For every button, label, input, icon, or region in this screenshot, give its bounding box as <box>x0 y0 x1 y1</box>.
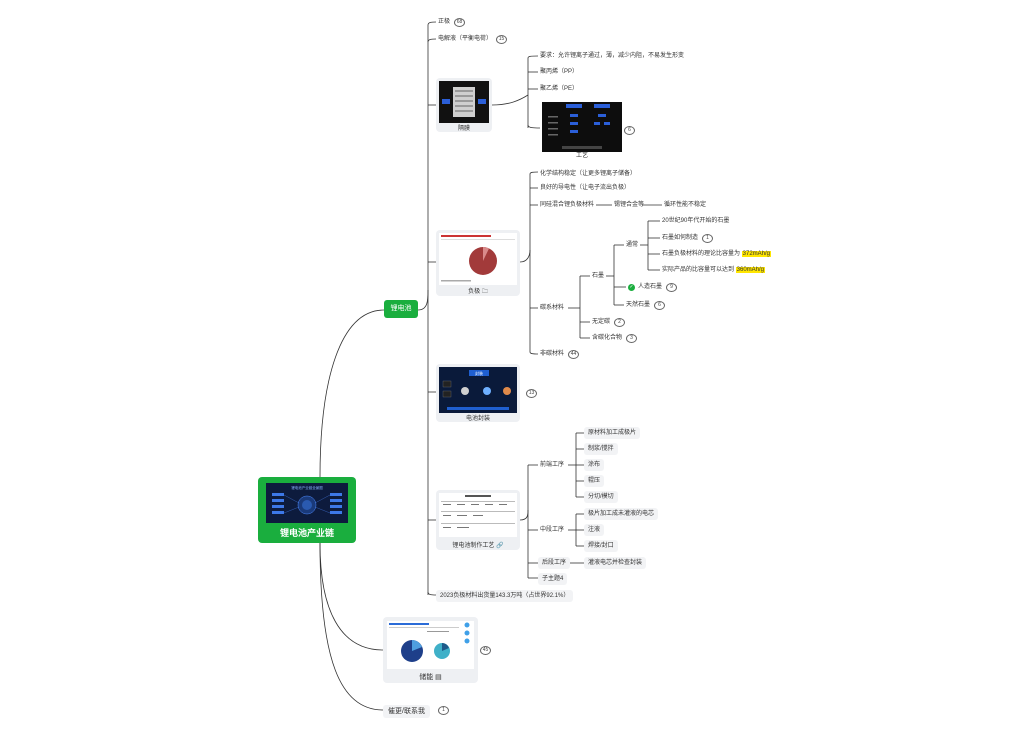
electrolyte-node[interactable]: 电解液（平衡电荷）15 <box>438 35 508 44</box>
folder-icon[interactable]: 🗀 <box>481 289 488 295</box>
storage-thumbnail <box>387 621 474 669</box>
non-carbon-label: 非碳材料 <box>540 351 565 357</box>
middle-step-3[interactable]: 焊接/封口 <box>584 540 618 552</box>
feedback-count-wrap: 1 <box>434 706 449 715</box>
separator-process-thumbnail <box>542 102 622 152</box>
topic-4-node[interactable]: 子主题4 <box>538 573 568 585</box>
packaging-thumbnail-title: 封装 <box>475 370 483 376</box>
root-thumbnail-title: 锂电池产业链全景图 <box>291 485 323 490</box>
graphite-history[interactable]: 20世纪90年代开始的石墨 <box>662 218 730 224</box>
negative-conductive[interactable]: 良好的导电性（让电子流出负极） <box>540 185 631 191</box>
root-label: 锂电池产业链 <box>279 528 334 538</box>
artificial-graphite-label: 人造石墨 <box>638 284 663 290</box>
middle-step-1[interactable]: 极片加工成未灌液的电芯 <box>584 508 659 520</box>
amorphous-count[interactable]: 2 <box>614 318 626 327</box>
graphite-theoretical-value: 372mAh/g <box>741 251 772 257</box>
process-caption-text: 锂电池制作工艺 <box>452 543 495 549</box>
front-process-node[interactable]: 前端工序 <box>540 462 565 468</box>
link-icon[interactable]: 🔗 <box>496 543 504 549</box>
graphite-actual-label: 实际产品的比容量可以达到 <box>662 267 736 273</box>
separator-requirement[interactable]: 要求：允许锂离子通过，薄，减少内阻，不易发生形变 <box>540 53 685 59</box>
carbon-node[interactable]: 碳系材料 <box>540 305 565 311</box>
root-node[interactable]: 锂电池产业链全景图 锂电池产业链 <box>258 477 356 543</box>
feedback-node[interactable]: 催更/联系我 <box>383 705 430 718</box>
separator-card[interactable]: 隔膜 <box>436 78 492 132</box>
note-icon[interactable]: ▤ <box>435 674 442 681</box>
li-battery-node[interactable]: 锂电池 <box>384 300 418 318</box>
output-node[interactable]: 2023负极材料出货量143.3万吨（占世界92.1%） <box>436 590 574 602</box>
storage-caption: 储能 ▤ <box>383 672 478 682</box>
process-thumbnail <box>439 493 517 537</box>
storage-count-wrap: 45 <box>476 646 491 655</box>
separator-process-node[interactable]: 工艺 <box>542 102 622 160</box>
alloy-grandchild[interactable]: 循环性能不稳定 <box>664 202 707 208</box>
negative-caption: 负极 🗀 <box>436 286 520 297</box>
artificial-graphite-count[interactable]: 9 <box>666 283 678 292</box>
natural-graphite-label: 天然石墨 <box>626 302 651 308</box>
graphite-theoretical-label: 石墨负极材料的理论比容量为 <box>662 251 742 257</box>
graphite-how-made-label: 石墨如何制造 <box>662 235 699 241</box>
positive-label: 正极 <box>438 19 451 25</box>
packaging-count-wrap: 13 <box>522 389 537 398</box>
feedback-count[interactable]: 1 <box>438 706 449 715</box>
storage-card[interactable]: 储能 ▤ <box>383 617 478 683</box>
front-step-5[interactable]: 分切/模切 <box>584 491 618 503</box>
electrolyte-label: 电解液（平衡电荷） <box>438 36 493 42</box>
negative-thumbnail <box>439 233 517 285</box>
front-step-2[interactable]: 制浆/搅拌 <box>584 443 618 455</box>
middle-process-node[interactable]: 中段工序 <box>540 527 565 533</box>
carbon-compound-count[interactable]: 3 <box>626 334 638 343</box>
storage-caption-text: 储能 <box>419 674 434 681</box>
alloy-node[interactable]: 同硅混合锂负极材料 <box>540 202 595 208</box>
negative-caption-text: 负极 <box>468 289 481 295</box>
graphite-actual[interactable]: 实际产品的比容量可以达到 360mAh/g <box>662 266 766 274</box>
storage-count[interactable]: 45 <box>480 646 491 655</box>
packaging-thumbnail: 封装 <box>439 367 517 413</box>
alloy-child[interactable]: 锡锂合金等 <box>614 202 645 208</box>
feedback-label: 催更/联系我 <box>388 708 425 715</box>
front-step-1[interactable]: 原材料加工成极片 <box>584 427 641 439</box>
carbon-compound-label: 含碳化合物 <box>592 335 623 341</box>
separator-pe[interactable]: 聚乙烯（PE） <box>540 86 579 92</box>
process-card[interactable]: 锂电池制作工艺 🔗 <box>436 490 520 550</box>
packaging-count[interactable]: 13 <box>526 389 537 398</box>
graphite-node[interactable]: 石墨 <box>592 273 605 279</box>
root-thumbnail: 锂电池产业链全景图 <box>266 483 348 523</box>
check-icon: ✓ <box>628 284 635 291</box>
electrolyte-count[interactable]: 15 <box>496 35 508 44</box>
back-process-node[interactable]: 后段工序 <box>538 557 571 569</box>
natural-graphite-count[interactable]: 6 <box>654 301 666 310</box>
non-carbon-count[interactable]: 44 <box>568 350 580 359</box>
packaging-caption: 电池封装 <box>465 416 490 422</box>
separator-process-count[interactable]: 6 <box>624 126 635 135</box>
negative-card[interactable]: 负极 🗀 <box>436 230 520 296</box>
separator-pp[interactable]: 聚丙烯（PP） <box>540 69 579 75</box>
graphite-theoretical[interactable]: 石墨负极材料的理论比容量为 372mAh/g <box>662 250 772 258</box>
process-caption: 锂电池制作工艺 🔗 <box>436 540 520 549</box>
separator-caption: 隔膜 <box>457 126 470 132</box>
front-step-4[interactable]: 辊压 <box>584 475 605 487</box>
positive-count[interactable]: 68 <box>454 18 466 27</box>
negative-stable[interactable]: 化学结构稳定（让更多锂离子储备） <box>540 171 637 177</box>
packaging-card[interactable]: 封装 电池封装 <box>436 364 520 422</box>
front-step-3[interactable]: 涂布 <box>584 459 605 471</box>
separator-thumbnail <box>439 81 489 123</box>
separator-process-count-wrap: 6 <box>620 126 635 135</box>
graphite-general-node[interactable]: 通常 <box>626 242 639 248</box>
graphite-actual-value: 360mAh/g <box>735 267 766 273</box>
separator-process-caption: 工艺 <box>575 153 588 159</box>
back-step-1[interactable]: 灌液电芯并检查封装 <box>584 557 647 569</box>
amorphous-label: 无定碳 <box>592 319 611 325</box>
middle-step-2[interactable]: 注液 <box>584 524 605 536</box>
graphite-how-made-count[interactable]: 1 <box>702 234 714 243</box>
